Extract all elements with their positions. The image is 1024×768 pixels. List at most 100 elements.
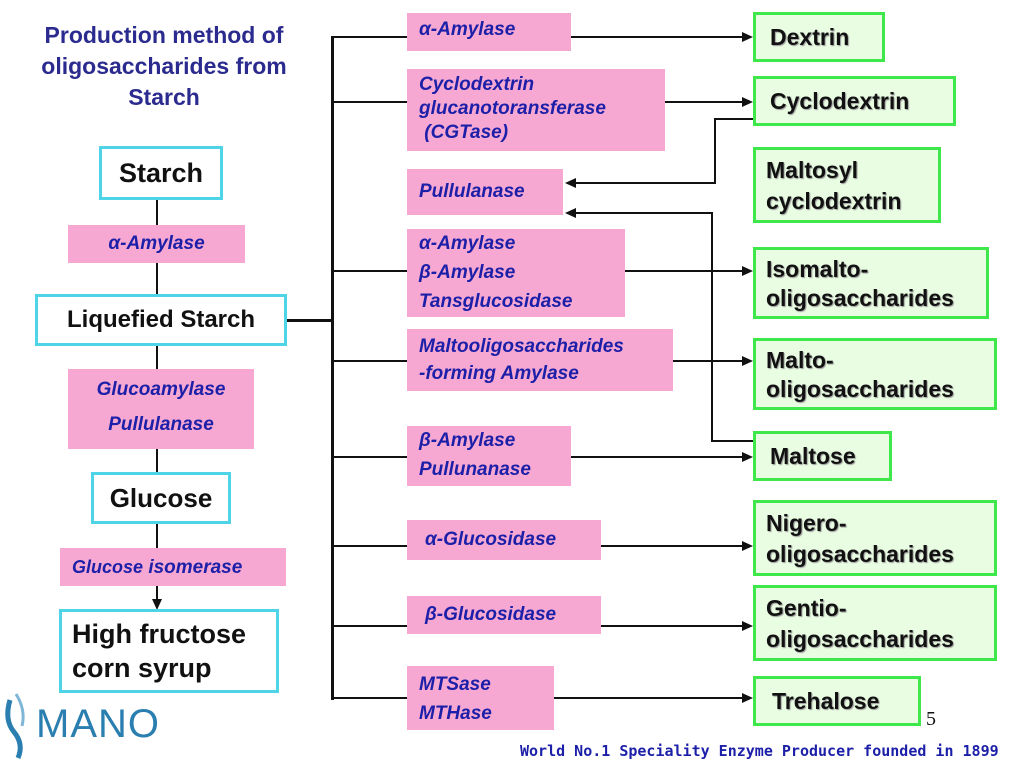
title-line-3: Starch [128, 84, 200, 110]
enzyme-label: Pullunanase [419, 459, 531, 480]
company-logo: MANO [5, 693, 160, 759]
enzyme-box-0: α-Amylase [407, 13, 571, 51]
enzyme-label: Cyclodextrin [419, 74, 535, 95]
hfcs-label-line1: High fructose [72, 619, 247, 649]
enzyme-label: (CGTase) [419, 122, 509, 143]
arrowhead-icon [742, 541, 753, 551]
product-box-nigero: Nigero- oligosaccharides [753, 500, 997, 576]
product-label: Maltosyl [766, 157, 859, 183]
arrow-line [571, 456, 743, 458]
glucose-label: Glucose [109, 482, 213, 513]
enzyme-label: β-Amylase [419, 262, 516, 283]
enzyme-glucoamylase-pullulanase: Glucoamylase Pullulanase [68, 369, 254, 449]
enzyme-label: β-Amylase [419, 430, 516, 451]
product-box-trehalose: Trehalose [753, 676, 921, 726]
enzyme-label: Pullulanase [108, 414, 214, 435]
product-label: oligosaccharides [766, 285, 954, 311]
enzyme-label: Tansglucosidase [419, 291, 573, 312]
chain-line [156, 198, 158, 226]
enzyme-label: α-Glucosidase [425, 529, 557, 550]
enzyme-box-8: MTSase MTHase [407, 666, 554, 730]
enzyme-box-6: α-Glucosidase [407, 520, 601, 560]
product-box-maltosyl-cyclodextrin: Maltosyl cyclodextrin [753, 147, 941, 223]
feedback-line [714, 118, 716, 184]
branch-line [331, 101, 407, 103]
chain-line [156, 521, 158, 549]
product-label: Cyclodextrin [770, 88, 910, 114]
enzyme-label: α-Amylase [419, 19, 516, 40]
chain-line [156, 262, 158, 296]
product-box-dextrin: Dextrin [753, 12, 885, 62]
branch-line [331, 36, 407, 38]
product-label: Dextrin [770, 24, 850, 50]
product-box-isomalto: Isomalto- oligosaccharides [753, 247, 989, 319]
arrow-line [571, 36, 743, 38]
product-label: oligosaccharides [766, 376, 954, 402]
branch-line [331, 456, 407, 458]
starch-label: Starch [118, 157, 204, 188]
arrowhead-icon [742, 621, 753, 631]
hfcs-box: High fructose corn syrup [59, 609, 279, 693]
branch-line [331, 697, 407, 699]
chain-line [156, 344, 158, 370]
chain-line [156, 448, 158, 472]
enzyme-label: MTHase [419, 703, 492, 724]
arrowhead-icon [565, 208, 576, 218]
logo-text: MANO [36, 702, 160, 746]
enzyme-label-isomerase: isomerase [148, 557, 243, 578]
arrow-line [601, 625, 743, 627]
trunk-line [331, 36, 334, 700]
feedback-line [714, 118, 754, 120]
arrow-line [673, 360, 743, 362]
enzyme-box-4: Maltooligosaccharides -forming Amylase [407, 329, 673, 391]
product-label: cyclodextrin [766, 188, 902, 214]
feedback-line [713, 440, 755, 442]
trunk-branch [286, 319, 333, 322]
product-label: Isomalto- [766, 256, 869, 282]
enzyme-label: β-Glucosidase [425, 604, 557, 625]
hfcs-label-line2: corn syrup [72, 653, 212, 683]
diagram-title: Production method of oligosaccharides fr… [14, 20, 314, 113]
arrowhead-icon [742, 32, 753, 42]
branch-line [331, 625, 407, 627]
enzyme-label: Pullulanase [419, 181, 525, 202]
product-label: Malto- [766, 347, 834, 373]
enzyme-alpha-amylase-left: α-Amylase [68, 225, 245, 263]
product-label: Maltose [770, 443, 856, 469]
product-label: oligosaccharides [766, 626, 954, 652]
enzyme-label: -forming Amylase [419, 363, 579, 384]
enzyme-label: Glucoamylase [96, 379, 226, 400]
arrowhead-icon [565, 178, 576, 188]
chain-line [156, 585, 158, 601]
arrowhead-icon [742, 452, 753, 462]
enzyme-box-3: α-Amylase β-Amylase Tansglucosidase [407, 229, 625, 317]
product-label: Trehalose [772, 688, 880, 714]
enzyme-label: MTSase [419, 674, 491, 695]
product-label: oligosaccharides [766, 541, 954, 567]
glucose-box: Glucose [91, 472, 231, 524]
arrowhead-icon [742, 693, 753, 703]
branch-line [331, 270, 407, 272]
arrow-line [665, 101, 743, 103]
enzyme-glucose-isomerase: Glucose isomerase [60, 548, 286, 586]
product-label: Nigero- [766, 510, 847, 536]
arrowhead-icon [742, 97, 753, 107]
arrow-line [625, 270, 743, 272]
feedback-line [711, 212, 713, 442]
enzyme-box-2: Pullulanase [407, 169, 563, 215]
enzyme-label: α-Amylase [108, 233, 205, 254]
enzyme-box-1: Cyclodextrin glucanotoransferase (CGTase… [407, 69, 665, 151]
enzyme-box-7: β-Glucosidase [407, 596, 601, 634]
arrow-line [601, 545, 743, 547]
product-box-gentio: Gentio- oligosaccharides [753, 585, 997, 661]
starch-box: Starch [99, 146, 223, 200]
branch-line [331, 360, 407, 362]
product-box-cyclodextrin: Cyclodextrin [753, 76, 956, 126]
arrowhead-icon [742, 356, 753, 366]
title-line-2: oligosaccharides from [41, 53, 287, 79]
product-label: Gentio- [766, 595, 847, 621]
enzyme-label: α-Amylase [419, 233, 516, 254]
enzyme-label: Maltooligosaccharides [419, 336, 624, 357]
liquefied-starch-label: Liquefied Starch [66, 306, 256, 333]
